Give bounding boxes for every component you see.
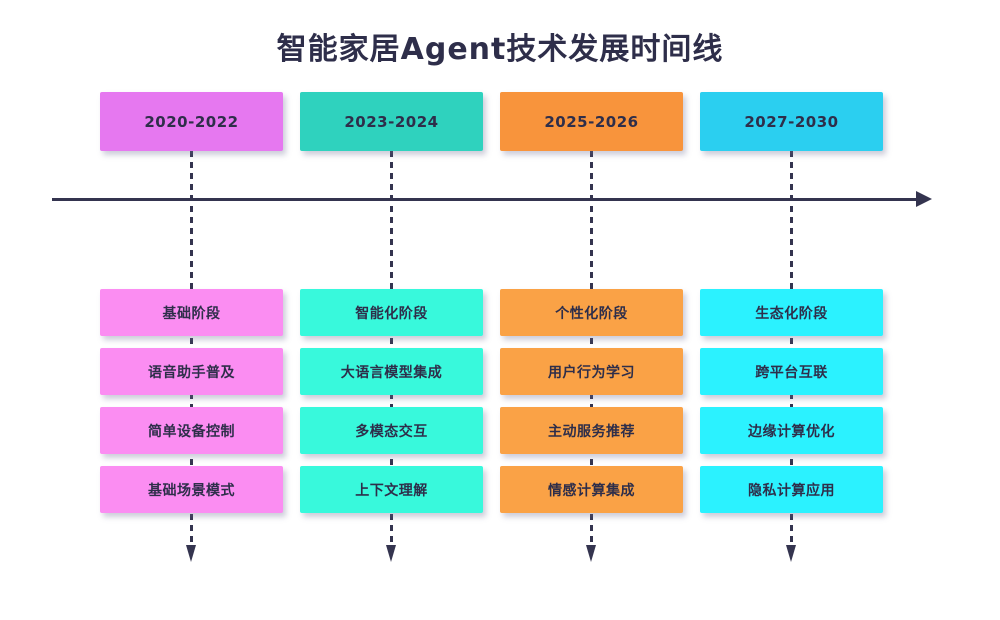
timeline-item-label: 智能化阶段 (355, 305, 428, 322)
period-label: 2023-2024 (344, 112, 439, 131)
timeline-item-label: 隐私计算应用 (748, 482, 835, 499)
down-arrowhead-icon (786, 545, 796, 562)
timeline-item-label: 上下文理解 (355, 482, 428, 499)
timeline-item-label: 多模态交互 (355, 423, 428, 440)
timeline-column: 2023-2024 智能化阶段 大语言模型集成 多模态交互 上下文理解 (300, 0, 483, 620)
timeline-item-label: 基础阶段 (162, 305, 221, 322)
timeline-item-box: 隐私计算应用 (700, 466, 883, 513)
timeline-axis-line (52, 198, 918, 201)
period-label: 2025-2026 (544, 112, 639, 131)
column-items: 基础阶段 语音助手普及 简单设备控制 基础场景模式 (100, 289, 283, 525)
timeline-item-box: 基础场景模式 (100, 466, 283, 513)
timeline-item-box: 边缘计算优化 (700, 407, 883, 454)
down-arrowhead-icon (386, 545, 396, 562)
timeline-item-label: 跨平台互联 (755, 364, 828, 381)
timeline-item-box: 多模态交互 (300, 407, 483, 454)
timeline-item-box: 大语言模型集成 (300, 348, 483, 395)
period-header-box: 2020-2022 (100, 92, 283, 151)
timeline-item-label: 主动服务推荐 (548, 423, 635, 440)
timeline-item-label: 基础场景模式 (148, 482, 235, 499)
timeline-item-box: 主动服务推荐 (500, 407, 683, 454)
page-title: 智能家居Agent技术发展时间线 (276, 32, 724, 67)
timeline-column: 2027-2030 生态化阶段 跨平台互联 边缘计算优化 隐私计算应用 (700, 0, 883, 620)
down-arrowhead-icon (586, 545, 596, 562)
period-header-box: 2023-2024 (300, 92, 483, 151)
timeline-item-box: 简单设备控制 (100, 407, 283, 454)
timeline-item-box: 情感计算集成 (500, 466, 683, 513)
period-label: 2027-2030 (744, 112, 839, 131)
timeline-item-label: 语音助手普及 (148, 364, 235, 381)
timeline-item-box: 个性化阶段 (500, 289, 683, 336)
column-items: 个性化阶段 用户行为学习 主动服务推荐 情感计算集成 (500, 289, 683, 525)
down-arrowhead-icon (186, 545, 196, 562)
timeline-item-box: 跨平台互联 (700, 348, 883, 395)
timeline-item-box: 用户行为学习 (500, 348, 683, 395)
period-header-box: 2027-2030 (700, 92, 883, 151)
timeline-item-label: 大语言模型集成 (340, 364, 443, 381)
column-items: 生态化阶段 跨平台互联 边缘计算优化 隐私计算应用 (700, 289, 883, 525)
period-label: 2020-2022 (144, 112, 239, 131)
column-items: 智能化阶段 大语言模型集成 多模态交互 上下文理解 (300, 289, 483, 525)
timeline-item-box: 智能化阶段 (300, 289, 483, 336)
timeline-item-label: 简单设备控制 (148, 423, 235, 440)
timeline-item-label: 个性化阶段 (555, 305, 628, 322)
timeline-item-label: 边缘计算优化 (748, 423, 835, 440)
timeline-item-label: 情感计算集成 (548, 482, 635, 499)
timeline-column: 2020-2022 基础阶段 语音助手普及 简单设备控制 基础场景模式 (100, 0, 283, 620)
timeline-item-box: 语音助手普及 (100, 348, 283, 395)
timeline-axis-arrowhead-icon (916, 191, 932, 207)
timeline-item-box: 上下文理解 (300, 466, 483, 513)
timeline-item-box: 基础阶段 (100, 289, 283, 336)
timeline-item-label: 用户行为学习 (548, 364, 635, 381)
period-header-box: 2025-2026 (500, 92, 683, 151)
timeline-column: 2025-2026 个性化阶段 用户行为学习 主动服务推荐 情感计算集成 (500, 0, 683, 620)
timeline-item-box: 生态化阶段 (700, 289, 883, 336)
timeline-item-label: 生态化阶段 (755, 305, 828, 322)
